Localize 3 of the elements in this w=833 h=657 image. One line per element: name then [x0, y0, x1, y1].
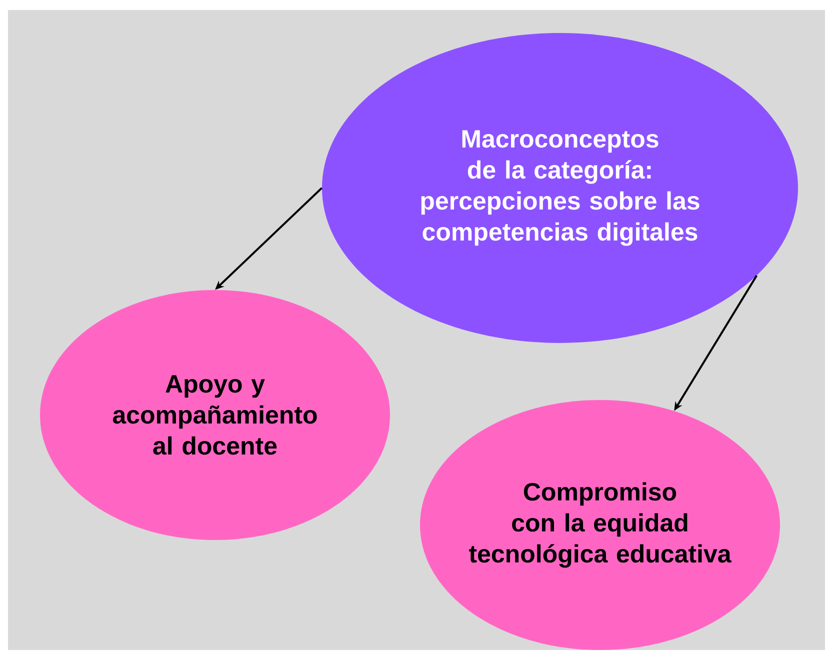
ellipse-node: Apoyo y acompañamiento al docente	[40, 290, 390, 540]
ellipse-node: Macroconceptos de la categoría: percepciones sobre las competencias digitales	[322, 33, 798, 343]
ellipse-node: Compromiso con la equidad tecnológica educativa	[420, 400, 780, 650]
